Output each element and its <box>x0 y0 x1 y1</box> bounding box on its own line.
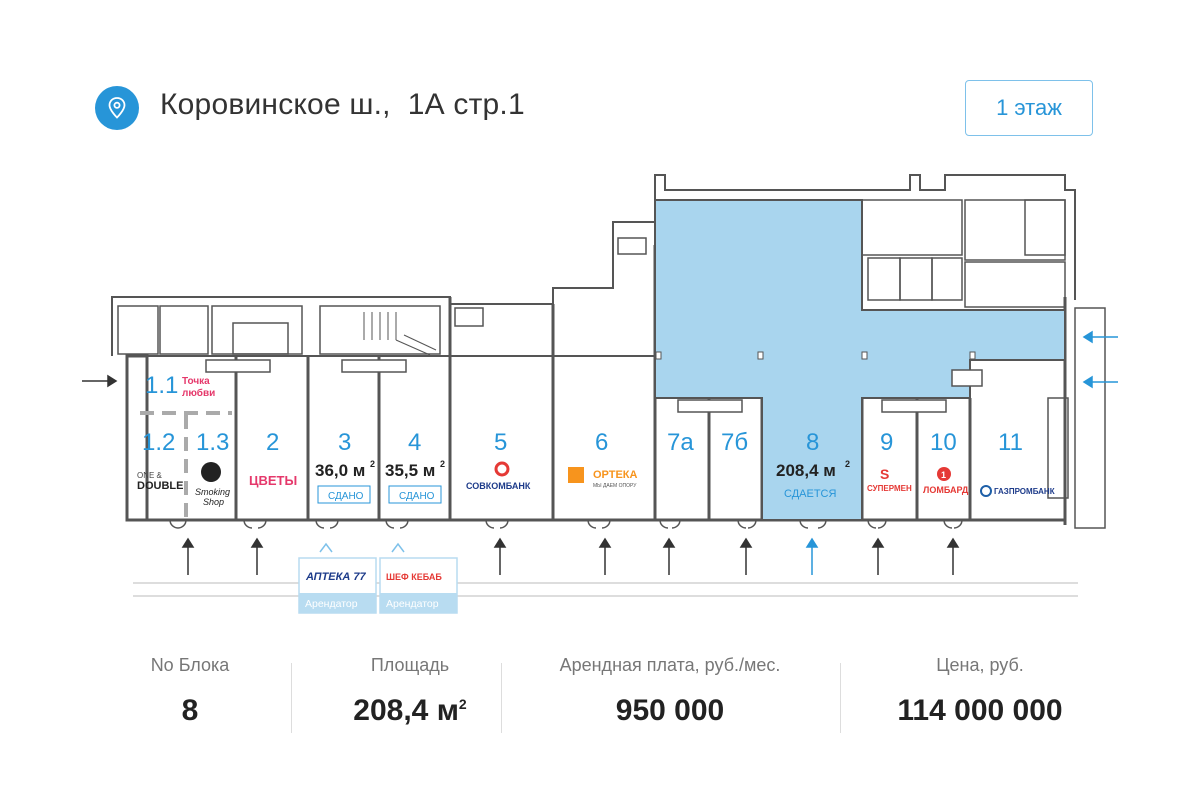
stat-price: Цена, руб. 114 000 000 <box>897 655 1063 727</box>
stat-divider <box>291 663 292 733</box>
svg-text:Точка: Точка <box>182 376 210 387</box>
unit-details-panel: No Блока 8 Площадь 208,4 м2 Арендная пла… <box>80 655 1120 745</box>
unit-number-8: 8 <box>806 429 819 456</box>
unit-number-2: 2 <box>266 429 279 456</box>
unit-number-10: 10 <box>930 429 957 456</box>
unit-3-status: СДАНО <box>328 491 364 502</box>
stat-block-number: No Блока 8 <box>150 655 230 727</box>
brand-one-double-line1: ONE & <box>137 471 163 480</box>
unit-number-1-1: 1.1 <box>145 372 178 399</box>
unit-4-area: 35,5 м <box>385 461 435 480</box>
map-pin-icon <box>108 97 126 119</box>
unit-8-status: СДАЕТСЯ <box>784 488 836 500</box>
unit-number-1-2: 1.2 <box>142 429 175 456</box>
brand-lombard: ЛОМБАРД <box>923 485 969 495</box>
unit-number-5: 5 <box>494 429 507 456</box>
floor-selector-button[interactable]: 1 этаж <box>965 80 1093 136</box>
smoking-shop-logo-icon <box>201 462 221 482</box>
tenant-card-shef-kebab[interactable]: ШЕФ КЕБАБ Арендатор <box>379 557 458 614</box>
orteka-logo-icon <box>568 467 584 483</box>
unit-number-11: 11 <box>998 429 1023 456</box>
svg-text:Арендатор: Арендатор <box>386 598 439 610</box>
unit-8-area-label: 208,4 м <box>776 461 836 480</box>
tenant-logo-apteka: АПТЕКА 77 <box>305 571 367 583</box>
unit-8-area[interactable] <box>654 199 1066 521</box>
unit-4-status: СДАНО <box>399 491 435 502</box>
svg-text:Арендатор: Арендатор <box>305 598 358 610</box>
page-title-address: Коровинское ш., 1А стр.1 <box>160 88 525 121</box>
svg-text:2: 2 <box>370 459 375 469</box>
tenant-logo-shef-kebab: ШЕФ КЕБАБ <box>386 572 442 582</box>
location-pin-badge <box>95 86 139 130</box>
stat-divider <box>840 663 841 733</box>
unit-number-3: 3 <box>338 429 351 456</box>
svg-text:2: 2 <box>845 459 850 469</box>
unit-number-7a: 7а <box>667 429 694 456</box>
unit-number-7b: 7б <box>721 429 748 456</box>
brand-supermen: СУПЕРМЕН <box>867 484 912 493</box>
stat-rent: Арендная плата, руб./мес. 950 000 <box>559 655 781 727</box>
svg-text:1: 1 <box>941 470 946 480</box>
lombard-logo-icon <box>937 467 951 481</box>
brand-orteka: ОРТЕКА <box>593 469 638 481</box>
unit-number-9: 9 <box>880 429 893 456</box>
unit-3-area: 36,0 м <box>315 461 365 480</box>
svg-text:МЫ ДАЕМ ОПОРУ: МЫ ДАЕМ ОПОРУ <box>593 483 637 489</box>
brand-one-double: DOUBLE <box>137 480 183 492</box>
svg-text:2: 2 <box>440 459 445 469</box>
tenant-card-apteka[interactable]: АПТЕКА 77 Арендатор <box>298 557 377 614</box>
brand-tochka-lyubvi: Точка любви <box>182 376 215 399</box>
stat-divider <box>501 663 502 733</box>
floor-plan: 1.1 1.2 1.3 2 3 4 5 6 7а 7б 8 9 10 11 То… <box>82 174 1118 614</box>
stat-area: Площадь 208,4 м2 <box>353 655 467 727</box>
sovcombank-logo-icon <box>494 461 510 477</box>
unit-number-4: 4 <box>408 429 421 456</box>
unit-number-6: 6 <box>595 429 608 456</box>
brand-smoking-shop: Smoking <box>195 487 230 497</box>
svg-text:любви: любви <box>182 387 215 399</box>
superman-logo-icon: S <box>880 466 889 482</box>
brand-gazprombank: ГАЗПРОМБАНК <box>994 487 1055 496</box>
brand-cvety: ЦВЕТЫ <box>249 473 297 488</box>
gazprombank-logo-icon <box>980 485 992 497</box>
svg-text:Shop: Shop <box>203 497 224 507</box>
brand-sovcombank: СОВКОМБАНК <box>466 481 531 491</box>
unit-number-1-3: 1.3 <box>196 429 229 456</box>
